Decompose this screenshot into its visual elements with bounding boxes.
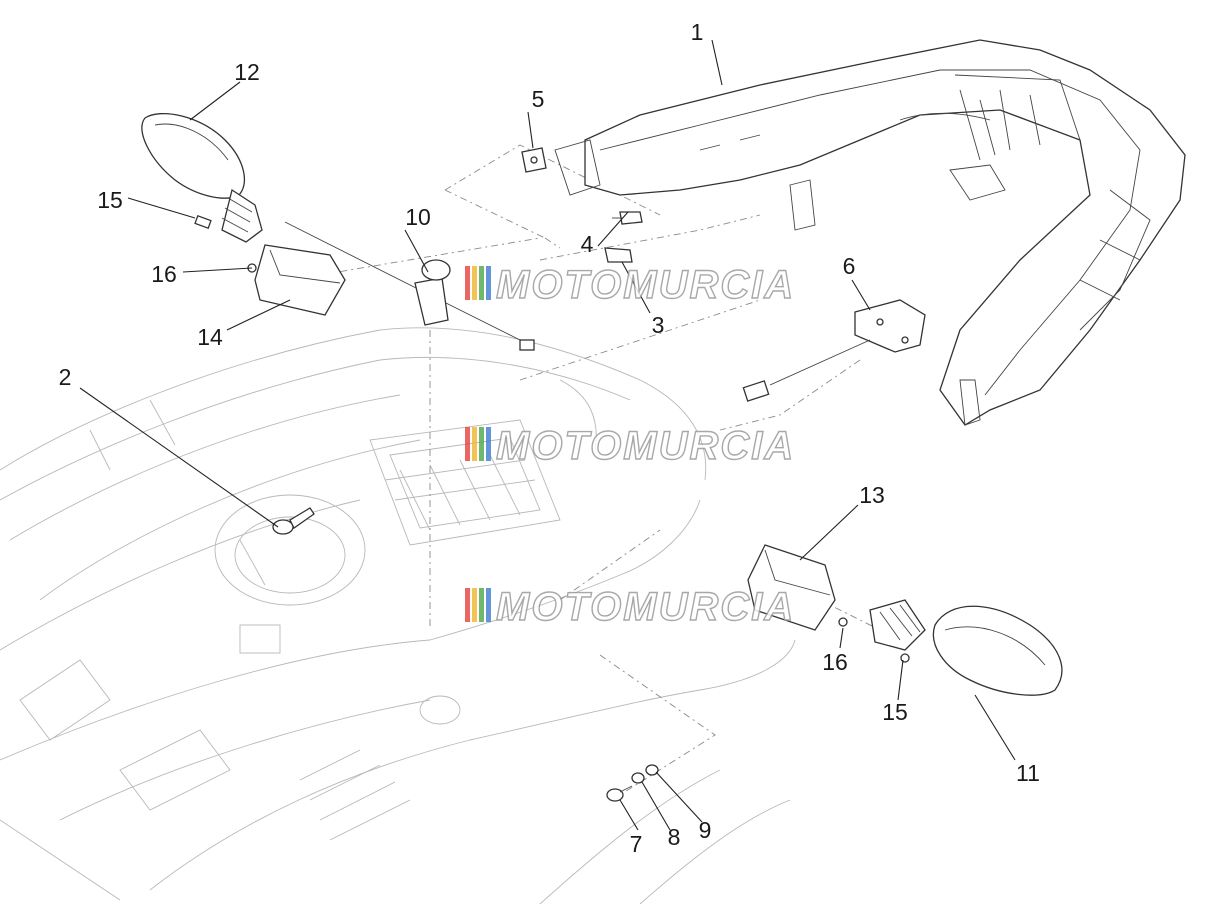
part-1-tail-light-assembly [554, 39, 1186, 426]
assembly-guide-lines [289, 144, 881, 796]
callout-7: 7 [630, 831, 643, 857]
watermark-top: MOTOMURCIA [465, 262, 795, 308]
watermark-stripe [465, 427, 470, 461]
watermark-stripe [465, 588, 470, 622]
part-10-cable-clip [284, 221, 535, 351]
scooter-rear-body [0, 327, 796, 904]
callout-8: 8 [668, 824, 681, 850]
watermark-stripe [472, 427, 477, 461]
callout-labels: 1 2 3 4 5 6 7 8 9 10 11 12 13 14 15 16 1… [59, 19, 1040, 857]
callout-16-right: 16 [822, 649, 848, 675]
watermark-text: MOTOMURCIA [496, 263, 795, 307]
watermark-stripe [472, 588, 477, 622]
callout-2: 2 [59, 364, 72, 390]
callout-12: 12 [234, 59, 260, 85]
watermark-stripe [486, 427, 491, 461]
watermark-stripe [486, 266, 491, 300]
watermark-stripe [479, 266, 484, 300]
part-14-left-socket [247, 244, 346, 316]
callout-5: 5 [532, 86, 545, 112]
watermark-stripe [465, 266, 470, 300]
callout-13: 13 [859, 482, 885, 508]
callout-9: 9 [699, 817, 712, 843]
callout-4: 4 [581, 231, 594, 257]
part-2-screw [272, 507, 315, 535]
watermark-stripe [479, 427, 484, 461]
watermark-text: MOTOMURCIA [496, 424, 795, 468]
callout-3: 3 [652, 312, 665, 338]
callout-16-left: 16 [151, 261, 177, 287]
watermark-stripe [479, 588, 484, 622]
watermark-bottom: MOTOMURCIA [465, 584, 795, 630]
watermark-stripe [472, 266, 477, 300]
parts-7-8-9-screw-washers [606, 764, 659, 802]
watermark-stripe [486, 588, 491, 622]
callout-14: 14 [197, 324, 223, 350]
callout-1: 1 [691, 19, 704, 45]
part-12-left-indicator [141, 112, 263, 243]
callout-15-right: 15 [882, 699, 908, 725]
callout-11: 11 [1016, 760, 1040, 786]
callout-10: 10 [405, 204, 431, 230]
callout-6: 6 [843, 253, 856, 279]
part-13-right-socket [747, 544, 848, 631]
watermark-middle: MOTOMURCIA [465, 423, 795, 469]
part-11-right-indicator [869, 599, 1063, 696]
callout-15-left: 15 [97, 187, 123, 213]
watermark-text: MOTOMURCIA [496, 585, 795, 629]
part-6-plate-light [742, 299, 926, 402]
leader-lines [79, 39, 1016, 831]
